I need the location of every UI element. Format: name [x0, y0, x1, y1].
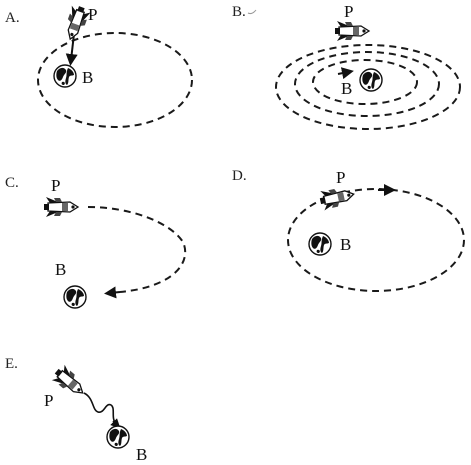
globe-icon: [63, 285, 87, 309]
probe-label-d: P: [336, 168, 345, 187]
probe-label-a: P: [88, 5, 97, 24]
option-d: D. P B: [232, 168, 465, 292]
orbit-a: [37, 32, 193, 128]
globe-icon: [53, 64, 77, 88]
planet-label-a: B: [82, 68, 93, 87]
spacecraft-icon: [49, 362, 90, 402]
planet-label-c: B: [55, 260, 66, 279]
spacecraft-icon: [317, 183, 357, 212]
planet-label-d: B: [340, 235, 351, 254]
option-letter-c: C.: [5, 175, 19, 191]
option-a: A. P B: [5, 3, 193, 128]
planet-label-b: B: [341, 79, 352, 98]
orbit-b-outer: [275, 44, 461, 130]
stray-mark: [247, 9, 257, 15]
probe-label-c: P: [51, 176, 60, 195]
globe-icon: [359, 68, 383, 92]
probe-label-b: P: [344, 2, 353, 21]
orbit-b-middle: [294, 51, 440, 117]
globe-icon: [308, 232, 332, 256]
globe-icon: [106, 425, 130, 449]
probe-label-e: P: [44, 391, 53, 410]
orbit-b-inner: [312, 59, 418, 105]
planet-label-e: B: [136, 445, 147, 464]
option-e: E. P B: [5, 356, 147, 464]
trajectory-a: [65, 33, 78, 66]
option-letter-d: D.: [232, 168, 247, 184]
option-letter-a: A.: [5, 10, 20, 26]
trajectory-c: [104, 286, 121, 299]
option-letter-e: E.: [5, 356, 18, 372]
spacecraft-icon: [334, 20, 370, 42]
trajectory-b: [337, 67, 354, 80]
option-b: B. P B: [232, 2, 461, 130]
option-c: C. P B: [5, 175, 187, 309]
trajectory-e: [83, 392, 118, 425]
trajectory-e-arrow: [110, 418, 121, 429]
orbit-d: [287, 188, 465, 292]
orbit-c: [87, 206, 187, 293]
option-letter-b: B.: [232, 4, 246, 20]
spacecraft-icon: [43, 196, 79, 218]
